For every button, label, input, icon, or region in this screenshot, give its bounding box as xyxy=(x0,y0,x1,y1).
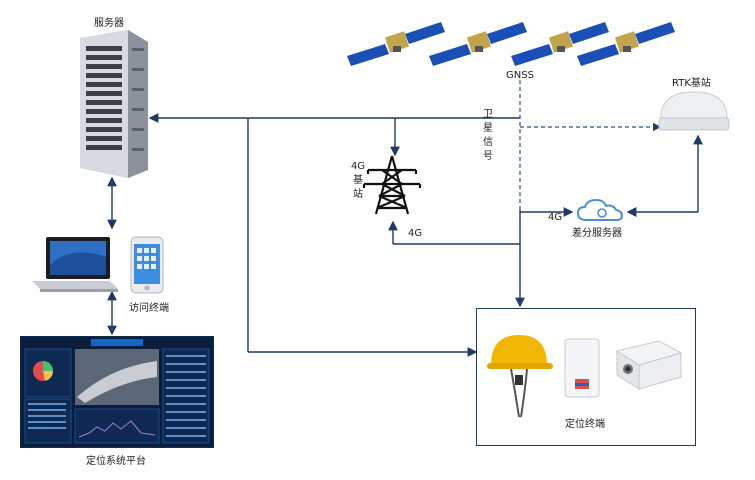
positioning-terminal-label: 定位终端 xyxy=(565,419,605,430)
positioning-terminal-box: 定位终端 xyxy=(476,308,696,446)
rtk-antenna-icon xyxy=(658,91,730,131)
tower-icon xyxy=(362,155,422,215)
satellite-icon xyxy=(429,22,527,66)
cloud-icon xyxy=(576,198,624,221)
helmet-icon xyxy=(487,335,553,418)
access-terminal-label: 访问终端 xyxy=(129,303,169,314)
server-rack-icon xyxy=(80,30,148,178)
satellite-icon xyxy=(347,22,445,66)
base-station-label: 4G基站 xyxy=(350,161,366,200)
server-label: 服务器 xyxy=(94,18,124,29)
diff-server-label: 差分服务器 xyxy=(572,228,622,239)
sensor-box-icon xyxy=(615,340,683,390)
positioning-platform-dashboard xyxy=(20,336,214,448)
satellites-group xyxy=(347,22,675,66)
satellite-icon xyxy=(511,22,609,66)
phone-icon xyxy=(130,236,164,294)
rtk-label: RTK基站 xyxy=(672,78,711,89)
satellite-signal-label: 卫星信号 xyxy=(483,109,493,162)
dashboard-screen-icon xyxy=(21,337,213,447)
platform-label: 定位系统平台 xyxy=(86,456,146,467)
gnss-label: GNSS xyxy=(506,70,534,81)
link-4g-tower-label: 4G xyxy=(408,228,423,239)
link-4g-diff-label: 4G xyxy=(548,212,563,223)
laptop-icon xyxy=(32,237,118,292)
tag-device-icon xyxy=(564,338,600,398)
satellite-icon xyxy=(577,22,675,66)
